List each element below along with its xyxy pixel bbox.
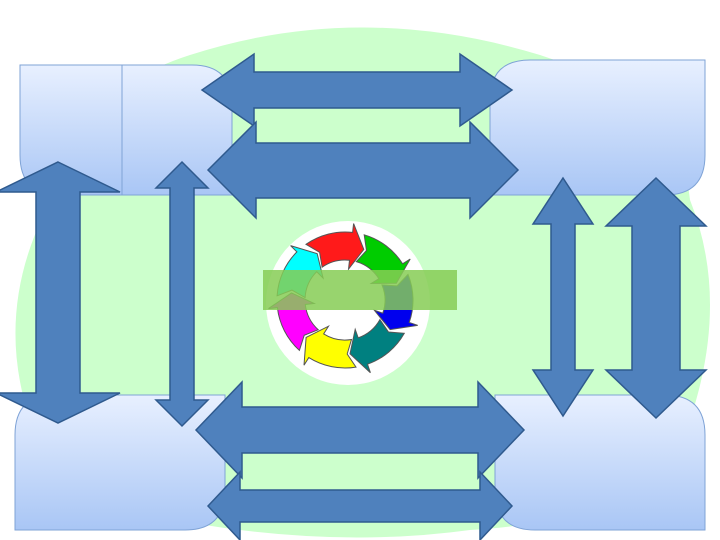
panel-bottom-right	[494, 394, 706, 531]
cycle-arrow-segment	[303, 324, 357, 369]
cycle-arrow-segment	[349, 318, 406, 374]
double-arrow-left-1	[0, 161, 121, 424]
double-arrow-right-1	[531, 176, 595, 418]
double-arrow-bottom-2	[206, 470, 514, 540]
double-arrow-bottom-1	[194, 380, 526, 480]
center-label-bar	[263, 270, 457, 310]
double-arrow-right-2	[604, 176, 708, 420]
double-arrow-top-2	[206, 120, 520, 220]
panel-top-right	[489, 59, 706, 196]
double-arrow-left-2	[154, 160, 210, 428]
double-arrow-top-1	[200, 52, 514, 128]
cycle-arrow-segment	[305, 223, 365, 271]
